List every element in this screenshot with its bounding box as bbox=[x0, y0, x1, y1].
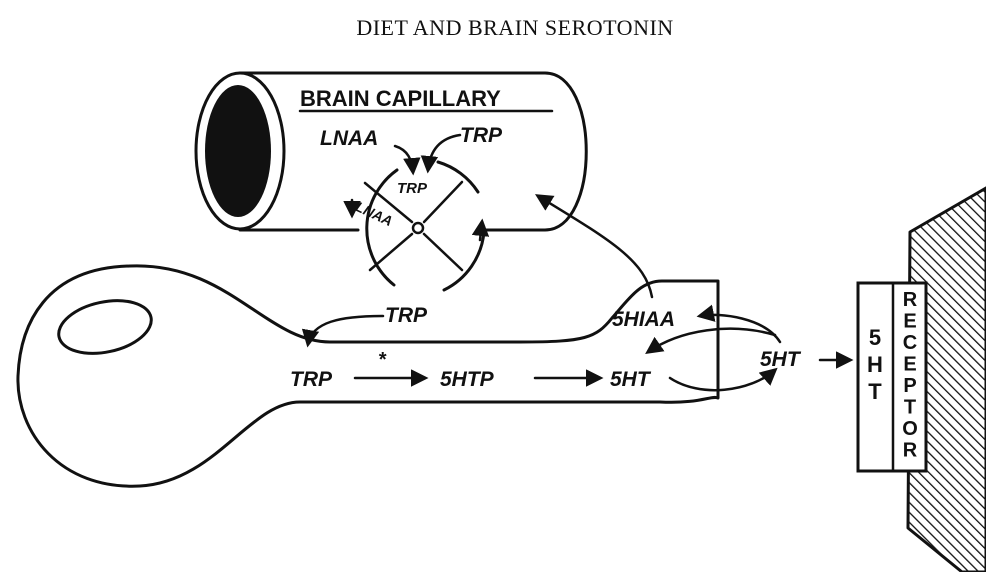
carrier-trp-label: TRP bbox=[397, 180, 428, 197]
trp-uptake-label: TRP bbox=[385, 304, 428, 327]
capillary-trp-label: TRP bbox=[460, 124, 503, 147]
receptor-letter: R bbox=[903, 440, 918, 462]
5hiaa-label: 5HIAA bbox=[612, 308, 675, 331]
receptor-letter: T bbox=[904, 397, 916, 419]
neuron-nucleus bbox=[54, 293, 156, 361]
receptor-letter: 5 bbox=[869, 325, 881, 350]
receptor-letter: O bbox=[902, 418, 918, 440]
transport-carrier: TRP LNAA bbox=[352, 162, 484, 290]
receptor-letter: P bbox=[903, 375, 916, 397]
capillary-label: BRAIN CAPILLARY bbox=[300, 86, 501, 111]
receptor-letter: T bbox=[868, 379, 882, 404]
receptor-letter: E bbox=[903, 354, 916, 376]
lnaa-arrow bbox=[395, 146, 413, 172]
capillary-lumen bbox=[205, 85, 271, 217]
5ht-reuptake-arrow bbox=[648, 329, 775, 352]
page-title: DIET AND BRAIN SEROTONIN bbox=[356, 15, 673, 40]
5ht-release-arrow bbox=[670, 370, 775, 390]
enzyme-marker: * bbox=[378, 349, 387, 371]
5ht-label: 5HT bbox=[610, 368, 652, 391]
receptor-letter: H bbox=[867, 352, 883, 377]
receptor-5ht-label: 5HT bbox=[867, 325, 883, 404]
receptor-letter: C bbox=[903, 332, 917, 354]
trp-label: TRP bbox=[290, 368, 333, 391]
synaptic-5ht-label: 5HT bbox=[760, 348, 802, 371]
5hiaa-efflux-arrow bbox=[538, 196, 652, 297]
receptor-letter: R bbox=[903, 289, 918, 311]
receptor-letter: E bbox=[903, 311, 916, 333]
brain-capillary: BRAIN CAPILLARY bbox=[196, 73, 586, 230]
capillary-lnaa-label: LNAA bbox=[320, 127, 378, 150]
5htp-label: 5HTP bbox=[440, 368, 495, 391]
